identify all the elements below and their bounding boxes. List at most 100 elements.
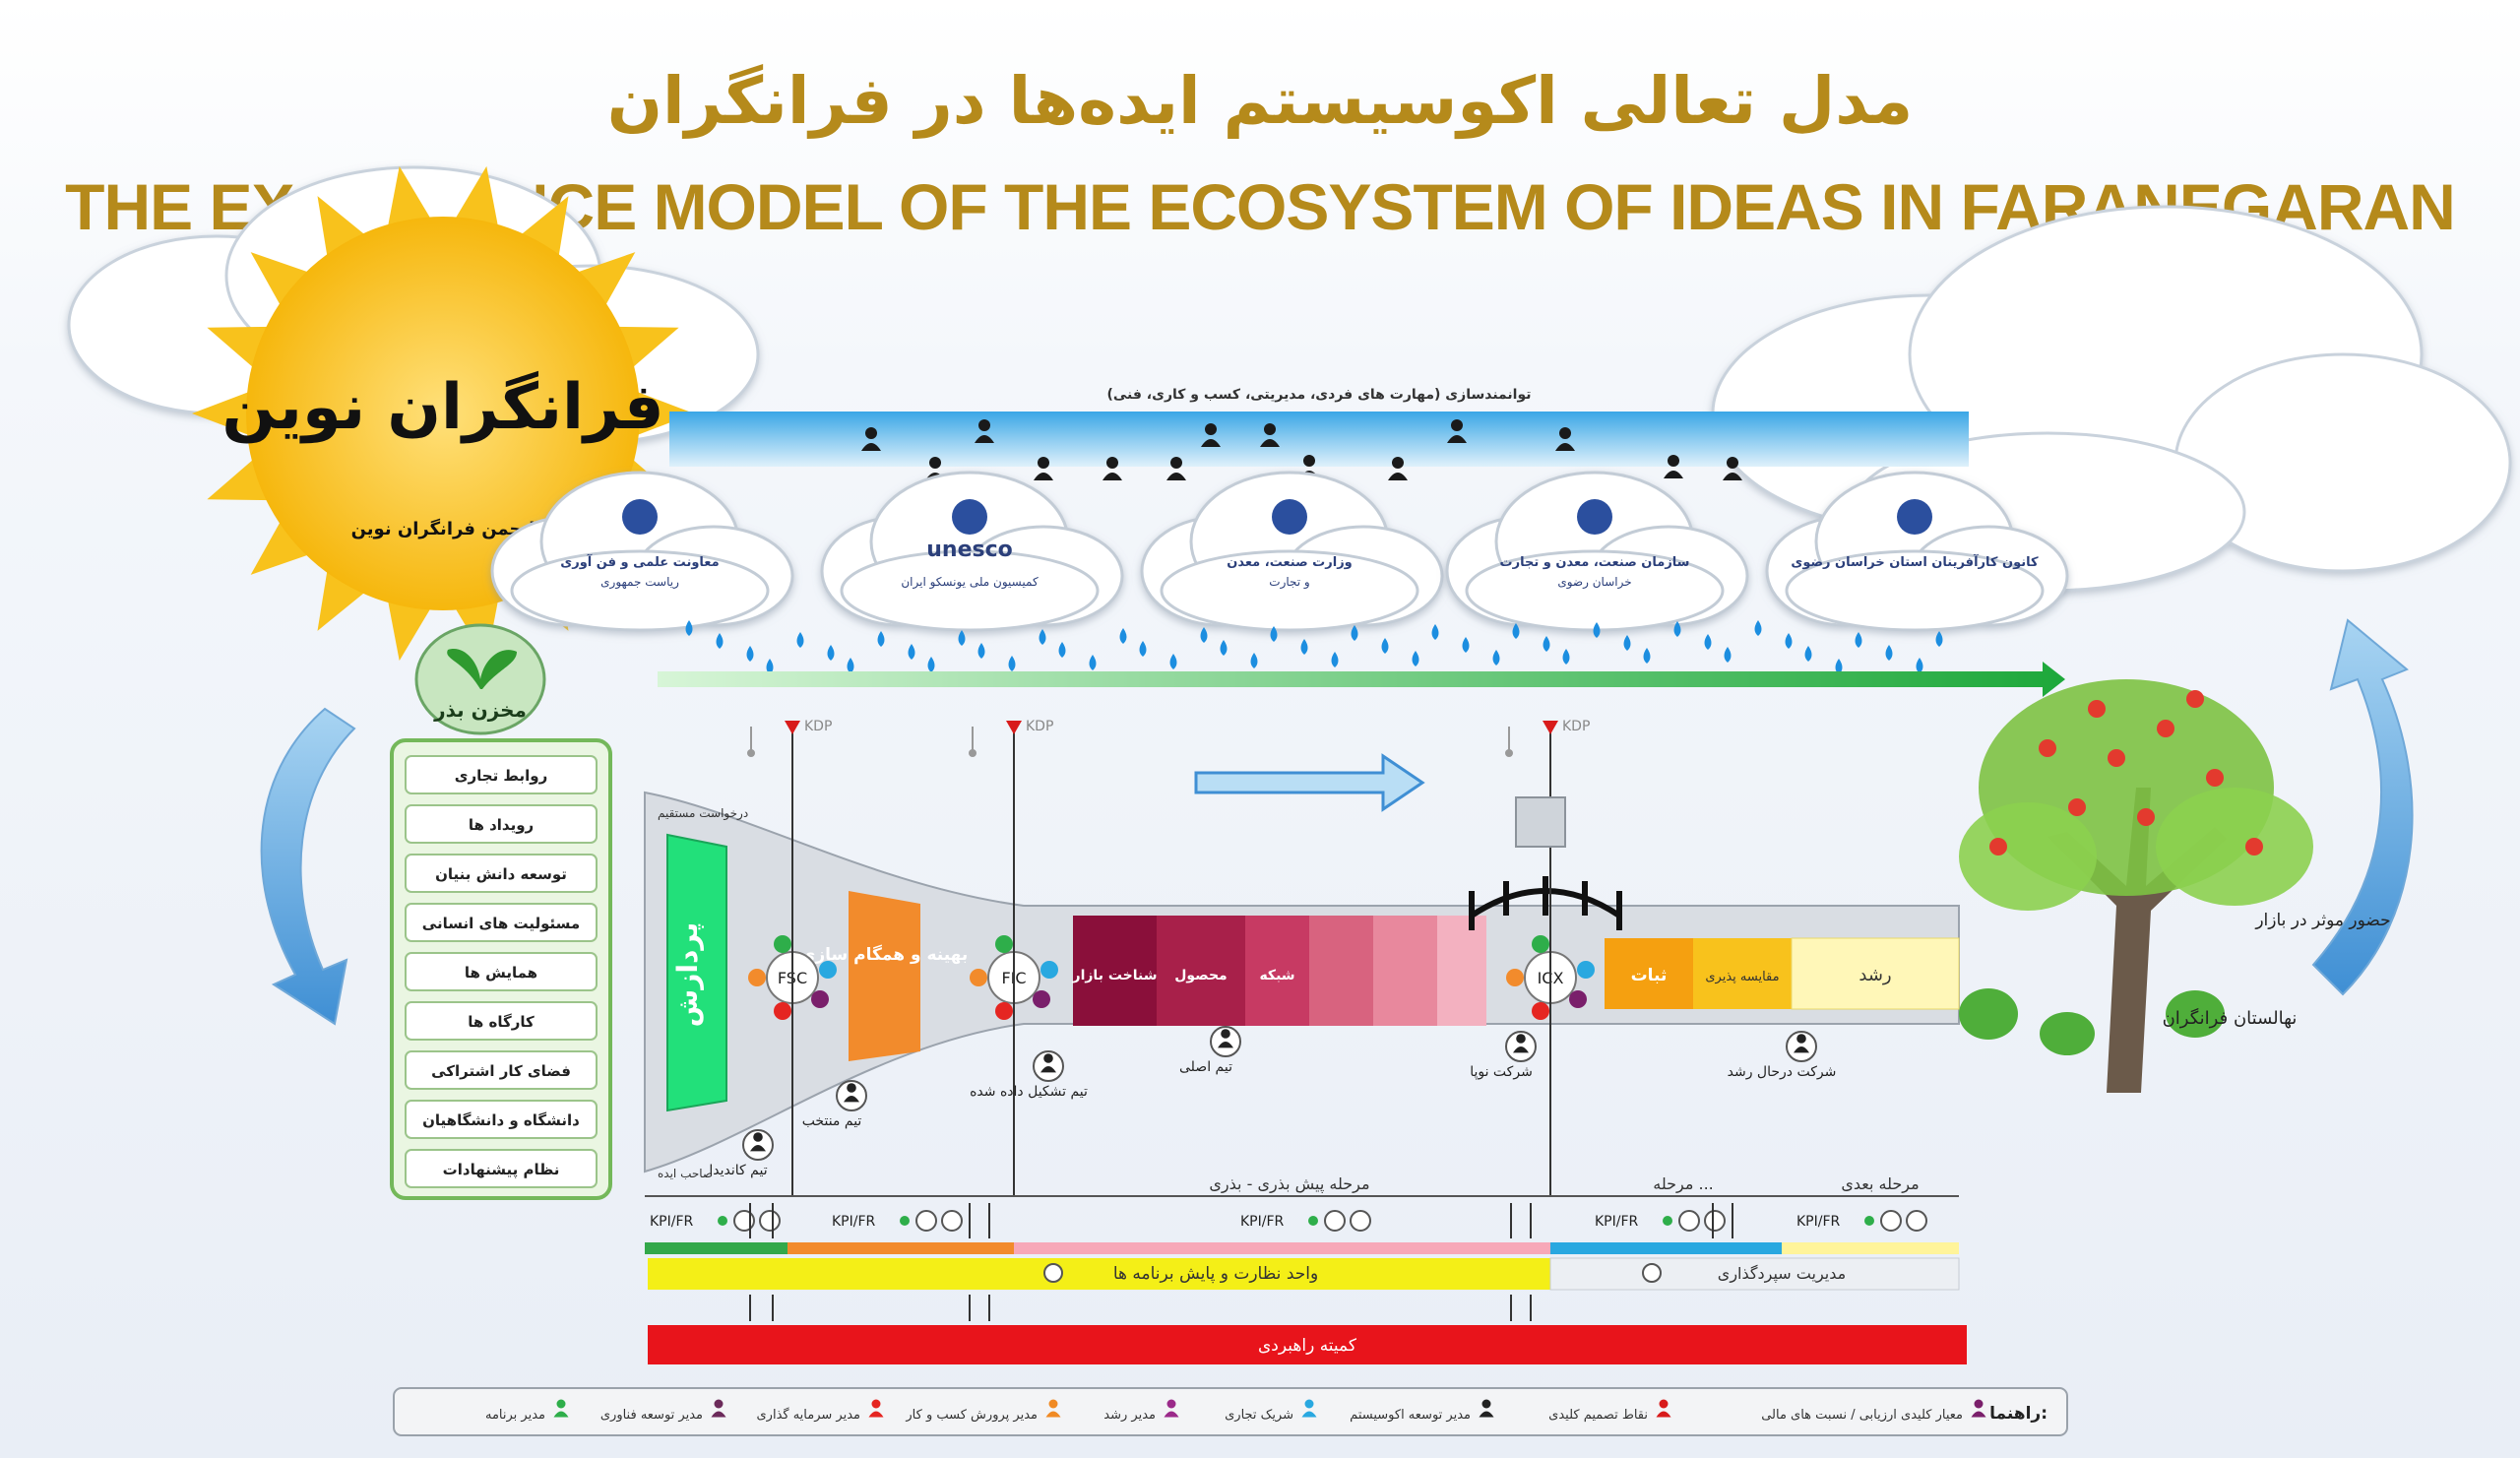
forward-arrow bbox=[1194, 753, 1425, 812]
rain-drop bbox=[1935, 631, 1943, 647]
product-segment bbox=[1157, 916, 1245, 1026]
legend-item: مدیر توسعه اکوسیستم bbox=[1350, 1399, 1494, 1423]
empowerment-label: توانمندسازی (مهارت های فردی، مدیریتی، کس… bbox=[1106, 387, 1531, 403]
legend-person-icon bbox=[1479, 1399, 1494, 1418]
legend-person-icon bbox=[1301, 1399, 1317, 1418]
rain-drop bbox=[1381, 638, 1389, 654]
sun-ray bbox=[453, 165, 499, 230]
stage-growth-label: رشد bbox=[1858, 965, 1891, 985]
legend-item: مدیر برنامه bbox=[485, 1399, 569, 1423]
team-person-icon bbox=[750, 1132, 766, 1152]
team-marker: تیم اصلی bbox=[1179, 1026, 1241, 1075]
phase-pre-seed-label: مرحله پیش بذری - بذری bbox=[1209, 1174, 1369, 1194]
funnel-top-label: درخواست مستقیم bbox=[658, 806, 748, 821]
partner-name: معاونت علمی و فن آوری bbox=[560, 553, 719, 570]
rain-drop bbox=[685, 620, 693, 636]
sun-ray bbox=[387, 597, 433, 662]
seed-bank-label: مخزن بذر bbox=[433, 698, 527, 722]
stage-scalability bbox=[1693, 938, 1792, 1009]
partner-name: وزارت صنعت، معدن bbox=[1227, 555, 1353, 570]
legend-person-icon bbox=[1971, 1399, 1986, 1418]
source-item-label: فضای کار اشتراکی bbox=[431, 1062, 571, 1080]
legend-items: معیار کلیدی ارزیابی / نسبت های مالی نقاط … bbox=[485, 1399, 1986, 1423]
partner-emblem-icon bbox=[1272, 499, 1307, 535]
phase-mid-label: مرحله ... bbox=[1653, 1174, 1714, 1194]
team-marker: تیم تشکیل داده شده bbox=[970, 1050, 1088, 1100]
rain-drop bbox=[796, 632, 804, 648]
legend-person-icon bbox=[711, 1399, 726, 1418]
source-item bbox=[405, 903, 598, 942]
stage-scalability-label: مقایسه پذیری bbox=[1705, 970, 1779, 984]
rain-drop bbox=[1916, 658, 1923, 673]
nursery-label: نهالستان فرانگران bbox=[2163, 1007, 2298, 1029]
rain-drop bbox=[1220, 640, 1228, 656]
legend-item-label: مدیر پرورش کسب و کار bbox=[905, 1408, 1038, 1423]
source-item-label: دانشگاه و دانشگاهیان bbox=[422, 1111, 580, 1129]
source-item-label: کارگاه ها bbox=[468, 1013, 535, 1031]
kpi-indicator: KPI/FR bbox=[1240, 1210, 1371, 1232]
legend-item-label: مدیر برنامه bbox=[485, 1408, 545, 1423]
empowerment-person-icon bbox=[975, 419, 994, 443]
package-icon bbox=[1515, 796, 1566, 848]
product-segment bbox=[1309, 916, 1373, 1026]
apple bbox=[2039, 739, 2056, 757]
team-marker: تیم منتخب bbox=[802, 1080, 867, 1129]
team-label: تیم تشکیل داده شده bbox=[970, 1084, 1088, 1100]
team-label: تیم کاندیدا bbox=[709, 1163, 767, 1178]
kpi-label: KPI/FR bbox=[1240, 1214, 1285, 1230]
rain-drop bbox=[1885, 645, 1893, 661]
rain-drop bbox=[1562, 649, 1570, 665]
kdp-label: KDP bbox=[804, 719, 832, 734]
rain-drop bbox=[827, 645, 835, 661]
apple bbox=[2157, 720, 2174, 737]
gate-dot bbox=[1506, 969, 1524, 986]
rain-drop bbox=[1008, 656, 1016, 671]
legend-item-label: مدیر رشد bbox=[1103, 1408, 1156, 1423]
legend-box bbox=[393, 1387, 2068, 1436]
empowerment-person-icon bbox=[1034, 457, 1053, 480]
product-segment bbox=[1245, 916, 1309, 1026]
legend-person-icon bbox=[868, 1399, 884, 1418]
rain-drop bbox=[1169, 654, 1177, 669]
committee-bar bbox=[648, 1325, 1967, 1364]
legend-item: مدیر سرمایه گذاری bbox=[757, 1399, 884, 1423]
rain-drop bbox=[977, 643, 985, 659]
kpi-indicator: KPI/FR bbox=[1595, 1210, 1726, 1232]
gate-dot bbox=[970, 969, 987, 986]
rain-drop bbox=[877, 631, 885, 647]
stage-stability-label: ثبات bbox=[1631, 966, 1668, 985]
kdp-label: KDP bbox=[1562, 719, 1590, 734]
gate-dot bbox=[1033, 990, 1050, 1008]
legend-item-label: نقاط تصمیم کلیدی bbox=[1548, 1408, 1648, 1423]
apple bbox=[1989, 838, 2007, 856]
source-item-label: توسعه دانش بنیان bbox=[435, 865, 567, 883]
apple bbox=[2068, 798, 2086, 816]
rain-drop bbox=[1412, 651, 1419, 666]
monitoring-label: واحد نظارت و پایش برنامه ها bbox=[1113, 1264, 1318, 1284]
gate-dot bbox=[995, 935, 1013, 953]
kdp-marker: KDP bbox=[969, 719, 1053, 1196]
legend-person-icon bbox=[1656, 1399, 1671, 1418]
legend-item-label: شریک تجاری bbox=[1225, 1408, 1293, 1423]
source-item-label: نظام پیشنهادات bbox=[443, 1161, 560, 1179]
sun-ray bbox=[250, 252, 312, 309]
empowerment-person-icon bbox=[861, 427, 881, 451]
rain-drop bbox=[1119, 628, 1127, 644]
rain-drop bbox=[1270, 626, 1278, 642]
legend-item: شریک تجاری bbox=[1225, 1399, 1317, 1423]
empowerment-person-icon bbox=[1555, 427, 1575, 451]
market-presence-label: حضور موثر در بازار bbox=[2254, 911, 2390, 930]
team-marker: تیم کاندیدا bbox=[709, 1129, 774, 1178]
legend-item-label: مدیر سرمایه گذاری bbox=[757, 1407, 861, 1423]
kpi-label: KPI/FR bbox=[1796, 1214, 1841, 1230]
source-item bbox=[405, 755, 598, 794]
funnel-bottom-label: صاحب ایده bbox=[658, 1167, 713, 1180]
sun-logo: فرانگران نوین انجمن فرانگران نوین bbox=[192, 165, 694, 662]
team-person-icon bbox=[1218, 1029, 1233, 1048]
partner-emblem-icon bbox=[1577, 499, 1612, 535]
rain-drop bbox=[1724, 647, 1732, 663]
legend-item: معیار کلیدی ارزیابی / نسبت های مالی bbox=[1761, 1399, 1986, 1423]
rain-drop bbox=[1754, 620, 1762, 636]
